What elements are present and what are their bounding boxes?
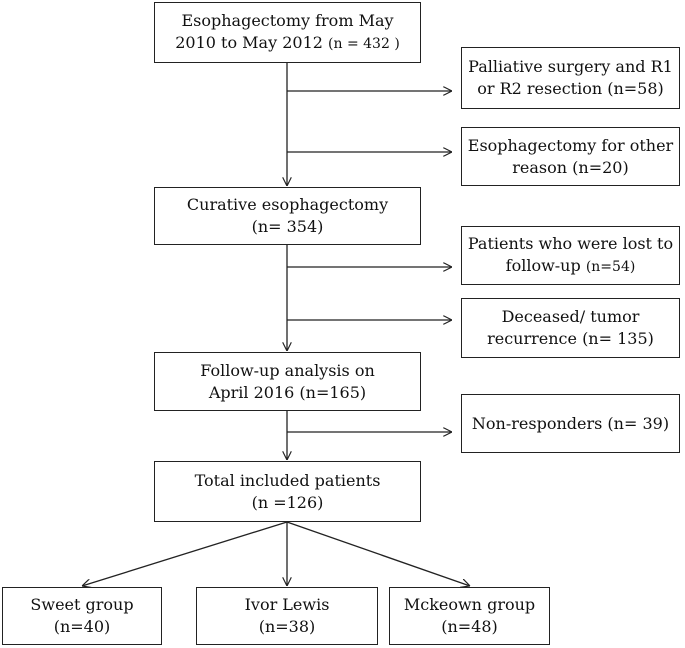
box-mckeown-line1: Mckeown group [403, 595, 536, 614]
box-esophagectomy-total: Esophagectomy from May 2010 to May 2012 … [154, 2, 421, 63]
box-other-reason-line2: reason (n=20) [512, 157, 629, 177]
box-total-line2: (n =126) [251, 492, 324, 512]
box-palliative-line2: or R2 resection (n=58) [477, 79, 664, 98]
box-curative-esophagectomy: Curative esophagectomy (n= 354) [154, 187, 421, 245]
box-total-line1: Total included patients [194, 470, 381, 490]
box-deceased-line1: Deceased/ tumor [501, 307, 640, 326]
box-palliative-surgery: Palliative surgery and R1 or R2 resectio… [461, 47, 680, 109]
box-total-included: Total included patients (n =126) [154, 461, 421, 522]
box-other-reason-line1: Esophagectomy for other [467, 135, 674, 155]
box-palliative-line1: Palliative surgery and R1 [468, 57, 673, 76]
box-ivor-line2: (n=38) [258, 617, 316, 636]
box-ivor-lewis: Ivor Lewis (n=38) [196, 587, 378, 645]
box-esophagectomy-total-line1: Esophagectomy from May [181, 11, 394, 30]
arrow-to-mckeown [286, 521, 470, 586]
box-lost-line1: Patients who were lost to [467, 234, 674, 253]
box-sweet-line2: (n=40) [53, 617, 111, 636]
box-other-reason: Esophagectomy for other reason (n=20) [461, 127, 680, 186]
box-sweet-group: Sweet group (n=40) [2, 587, 162, 645]
box-followup-analysis: Follow-up analysis on April 2016 (n=165) [154, 352, 421, 411]
box-followup-line2: April 2016 (n=165) [208, 382, 367, 402]
box-followup-line1: Follow-up analysis on [200, 360, 375, 380]
box-lost-line2: follow-up [505, 256, 581, 275]
box-deceased-line2: recurrence (n= 135) [487, 329, 654, 348]
box-lost-to-followup: Patients who were lost to follow-up (n=5… [461, 226, 680, 285]
box-deceased-recurrence: Deceased/ tumor recurrence (n= 135) [461, 298, 680, 358]
box-mckeown-line2: (n=48) [441, 617, 498, 636]
box-sweet-line1: Sweet group [30, 595, 134, 614]
box-esophagectomy-total-line2: 2010 to May 2012 [175, 33, 323, 52]
box-esophagectomy-total-count: (n = 432 ) [328, 36, 400, 52]
arrow-to-sweet [82, 521, 288, 586]
box-lost-count: (n=54) [585, 259, 636, 275]
box-curative-line2: (n= 354) [251, 217, 324, 236]
box-mckeown-group: Mckeown group (n=48) [389, 587, 550, 645]
box-curative-line1: Curative esophagectomy [186, 195, 389, 214]
box-non-responders: Non-responders (n= 39) [461, 394, 680, 453]
box-ivor-line1: Ivor Lewis [244, 595, 330, 614]
box-nonresponders-line1: Non-responders (n= 39) [471, 413, 670, 433]
